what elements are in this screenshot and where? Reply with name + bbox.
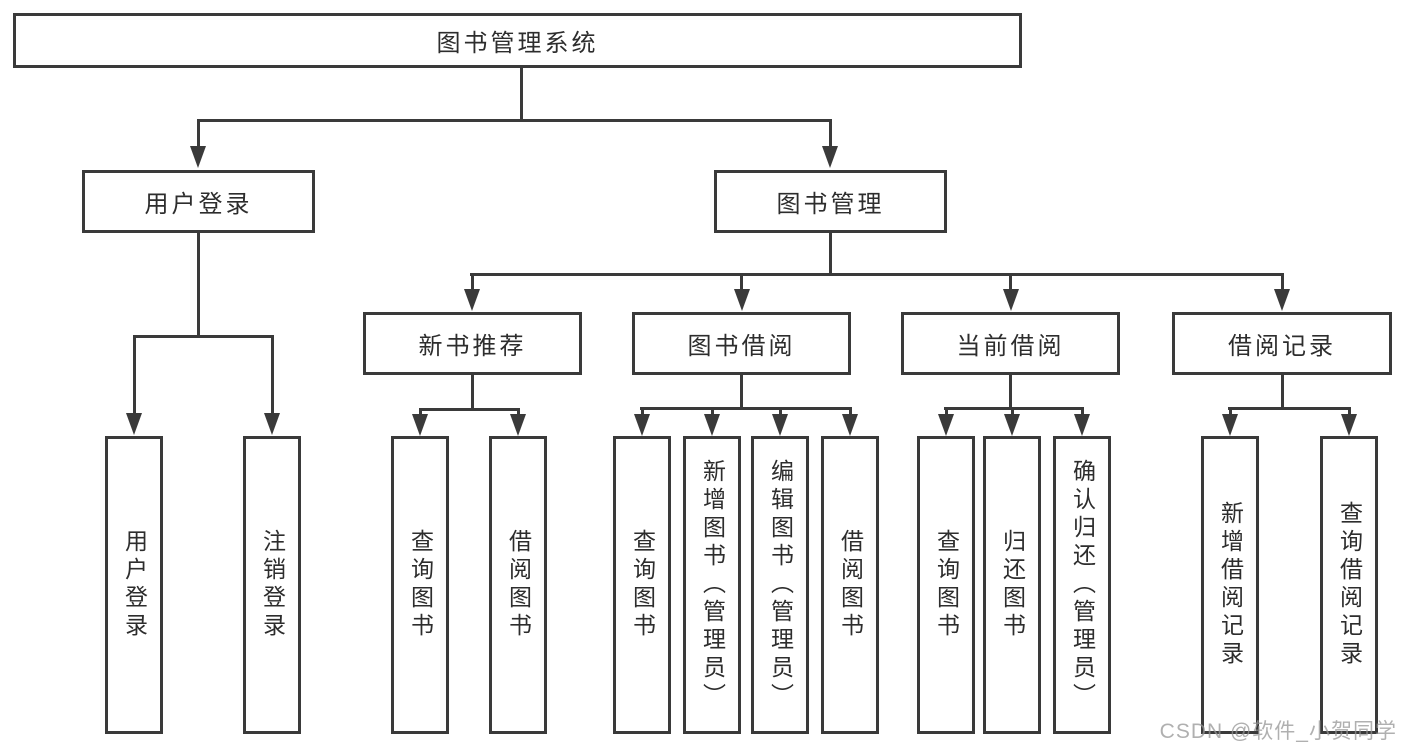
- connector-book-management-stem: [829, 233, 832, 275]
- arrowhead-return-book: [1004, 414, 1020, 436]
- leaf-borrow-books-label: 借阅图书: [837, 529, 864, 641]
- arrowhead-query-books-current: [938, 414, 954, 436]
- leaf-query-books-recommend: 查询图书: [391, 436, 449, 734]
- node-new-book-recommend: 新书推荐: [363, 312, 582, 375]
- connector-user-login-bar: [133, 335, 274, 338]
- leaf-query-books-recommend-label: 查询图书: [407, 529, 434, 641]
- leaf-query-books-current-label: 查询图书: [933, 529, 960, 641]
- node-current-borrow-label: 当前借阅: [956, 333, 1065, 360]
- connector-current-borrow-stem: [1009, 375, 1012, 408]
- leaf-query-books-borrow-label: 查询图书: [629, 529, 656, 641]
- connector-new-book-recommend-bar: [419, 408, 520, 411]
- leaf-borrow-books-recommend: 借阅图书: [489, 436, 547, 734]
- leaf-add-book-admin: 新增图书（管理员）: [683, 436, 741, 734]
- connector-level2-bar: [197, 119, 832, 122]
- leaf-logout-label: 注销登录: [259, 529, 286, 641]
- connector-shaft-new-book-recommend: [471, 273, 474, 291]
- connector-shaft-confirm-return-admin: [1081, 407, 1084, 417]
- leaf-confirm-return-admin-label: 确认归还（管理员）: [1069, 459, 1096, 711]
- connector-shaft-query-books-borrow: [641, 407, 644, 417]
- connector-borrow-records-bar: [1228, 407, 1351, 410]
- leaf-borrow-books-recommend-label: 借阅图书: [505, 529, 532, 641]
- connector-shaft-borrow-books-recommend: [517, 408, 520, 417]
- csdn-watermark: CSDN @软件_小贺同学: [1159, 720, 1397, 743]
- arrowhead-leaf-user-login: [126, 413, 142, 435]
- connector-shaft-borrow-books: [849, 407, 852, 417]
- connector-shaft-leaf-logout: [271, 335, 274, 415]
- leaf-borrow-books: 借阅图书: [821, 436, 879, 734]
- arrowhead-current-borrow: [1003, 289, 1019, 311]
- leaf-add-book-admin-label: 新增图书（管理员）: [699, 459, 726, 711]
- connector-shaft-borrow-records: [1281, 273, 1284, 291]
- leaf-add-borrow-record-label: 新增借阅记录: [1217, 501, 1244, 669]
- leaf-user-login-label: 用户登录: [121, 529, 148, 641]
- arrowhead-borrow-books: [842, 414, 858, 436]
- connector-shaft-book-management: [829, 119, 832, 149]
- arrowhead-add-borrow-record: [1222, 414, 1238, 436]
- leaf-edit-book-admin: 编辑图书（管理员）: [751, 436, 809, 734]
- leaf-add-borrow-record: 新增借阅记录: [1201, 436, 1259, 734]
- node-root: 图书管理系统: [13, 13, 1022, 68]
- leaf-return-book: 归还图书: [983, 436, 1041, 734]
- connector-user-login-stem: [197, 233, 200, 335]
- arrowhead-borrow-books-recommend: [510, 414, 526, 436]
- connector-shaft-query-borrow-record: [1348, 407, 1351, 417]
- connector-shaft-book-borrow: [740, 273, 743, 291]
- connector-book-borrow-bar: [640, 407, 852, 410]
- arrowhead-query-books-borrow: [634, 414, 650, 436]
- connector-shaft-leaf-user-login: [133, 335, 136, 415]
- leaf-query-borrow-record-label: 查询借阅记录: [1336, 501, 1363, 669]
- leaf-query-books-current: 查询图书: [917, 436, 975, 734]
- leaf-return-book-label: 归还图书: [999, 529, 1026, 641]
- arrowhead-query-books-recommend: [412, 414, 428, 436]
- connector-shaft-user-login: [197, 119, 200, 149]
- arrowhead-user-login: [190, 146, 206, 168]
- connector-borrow-records-stem: [1281, 375, 1284, 408]
- arrowhead-add-book-admin: [704, 414, 720, 436]
- leaf-query-borrow-record: 查询借阅记录: [1320, 436, 1378, 734]
- connector-new-book-recommend-stem: [471, 375, 474, 409]
- leaf-user-login: 用户登录: [105, 436, 163, 734]
- leaf-logout: 注销登录: [243, 436, 301, 734]
- arrowhead-new-book-recommend: [464, 289, 480, 311]
- node-root-label: 图书管理系统: [436, 30, 599, 57]
- connector-book-borrow-stem: [740, 375, 743, 408]
- arrowhead-query-borrow-record: [1341, 414, 1357, 436]
- arrowhead-book-management: [822, 146, 838, 168]
- arrowhead-edit-book-admin: [772, 414, 788, 436]
- node-book-borrow: 图书借阅: [632, 312, 851, 375]
- connector-current-borrow-bar: [944, 407, 1084, 410]
- node-user-login: 用户登录: [82, 170, 315, 233]
- connector-shaft-query-books-current: [945, 407, 948, 417]
- arrowhead-book-borrow: [734, 289, 750, 311]
- arrowhead-confirm-return-admin: [1074, 414, 1090, 436]
- connector-shaft-add-borrow-record: [1229, 407, 1232, 417]
- leaf-edit-book-admin-label: 编辑图书（管理员）: [767, 459, 794, 711]
- node-book-borrow-label: 图书借阅: [687, 333, 796, 360]
- connector-level3-bar: [470, 273, 1284, 276]
- node-user-login-label: 用户登录: [144, 191, 253, 218]
- connector-root-stem: [520, 67, 523, 119]
- connector-shaft-return-book: [1011, 407, 1014, 417]
- node-current-borrow: 当前借阅: [901, 312, 1120, 375]
- arrowhead-leaf-logout: [264, 413, 280, 435]
- leaf-query-books-borrow: 查询图书: [613, 436, 671, 734]
- leaf-confirm-return-admin: 确认归还（管理员）: [1053, 436, 1111, 734]
- node-new-book-recommend-label: 新书推荐: [418, 333, 527, 360]
- arrowhead-borrow-records: [1274, 289, 1290, 311]
- connector-shaft-current-borrow: [1009, 273, 1012, 291]
- connector-shaft-add-book-admin: [711, 407, 714, 417]
- node-book-management: 图书管理: [714, 170, 947, 233]
- node-book-management-label: 图书管理: [776, 191, 885, 218]
- node-borrow-records: 借阅记录: [1172, 312, 1392, 375]
- connector-shaft-query-books-recommend: [419, 408, 422, 417]
- connector-shaft-edit-book-admin: [779, 407, 782, 417]
- node-borrow-records-label: 借阅记录: [1228, 333, 1336, 360]
